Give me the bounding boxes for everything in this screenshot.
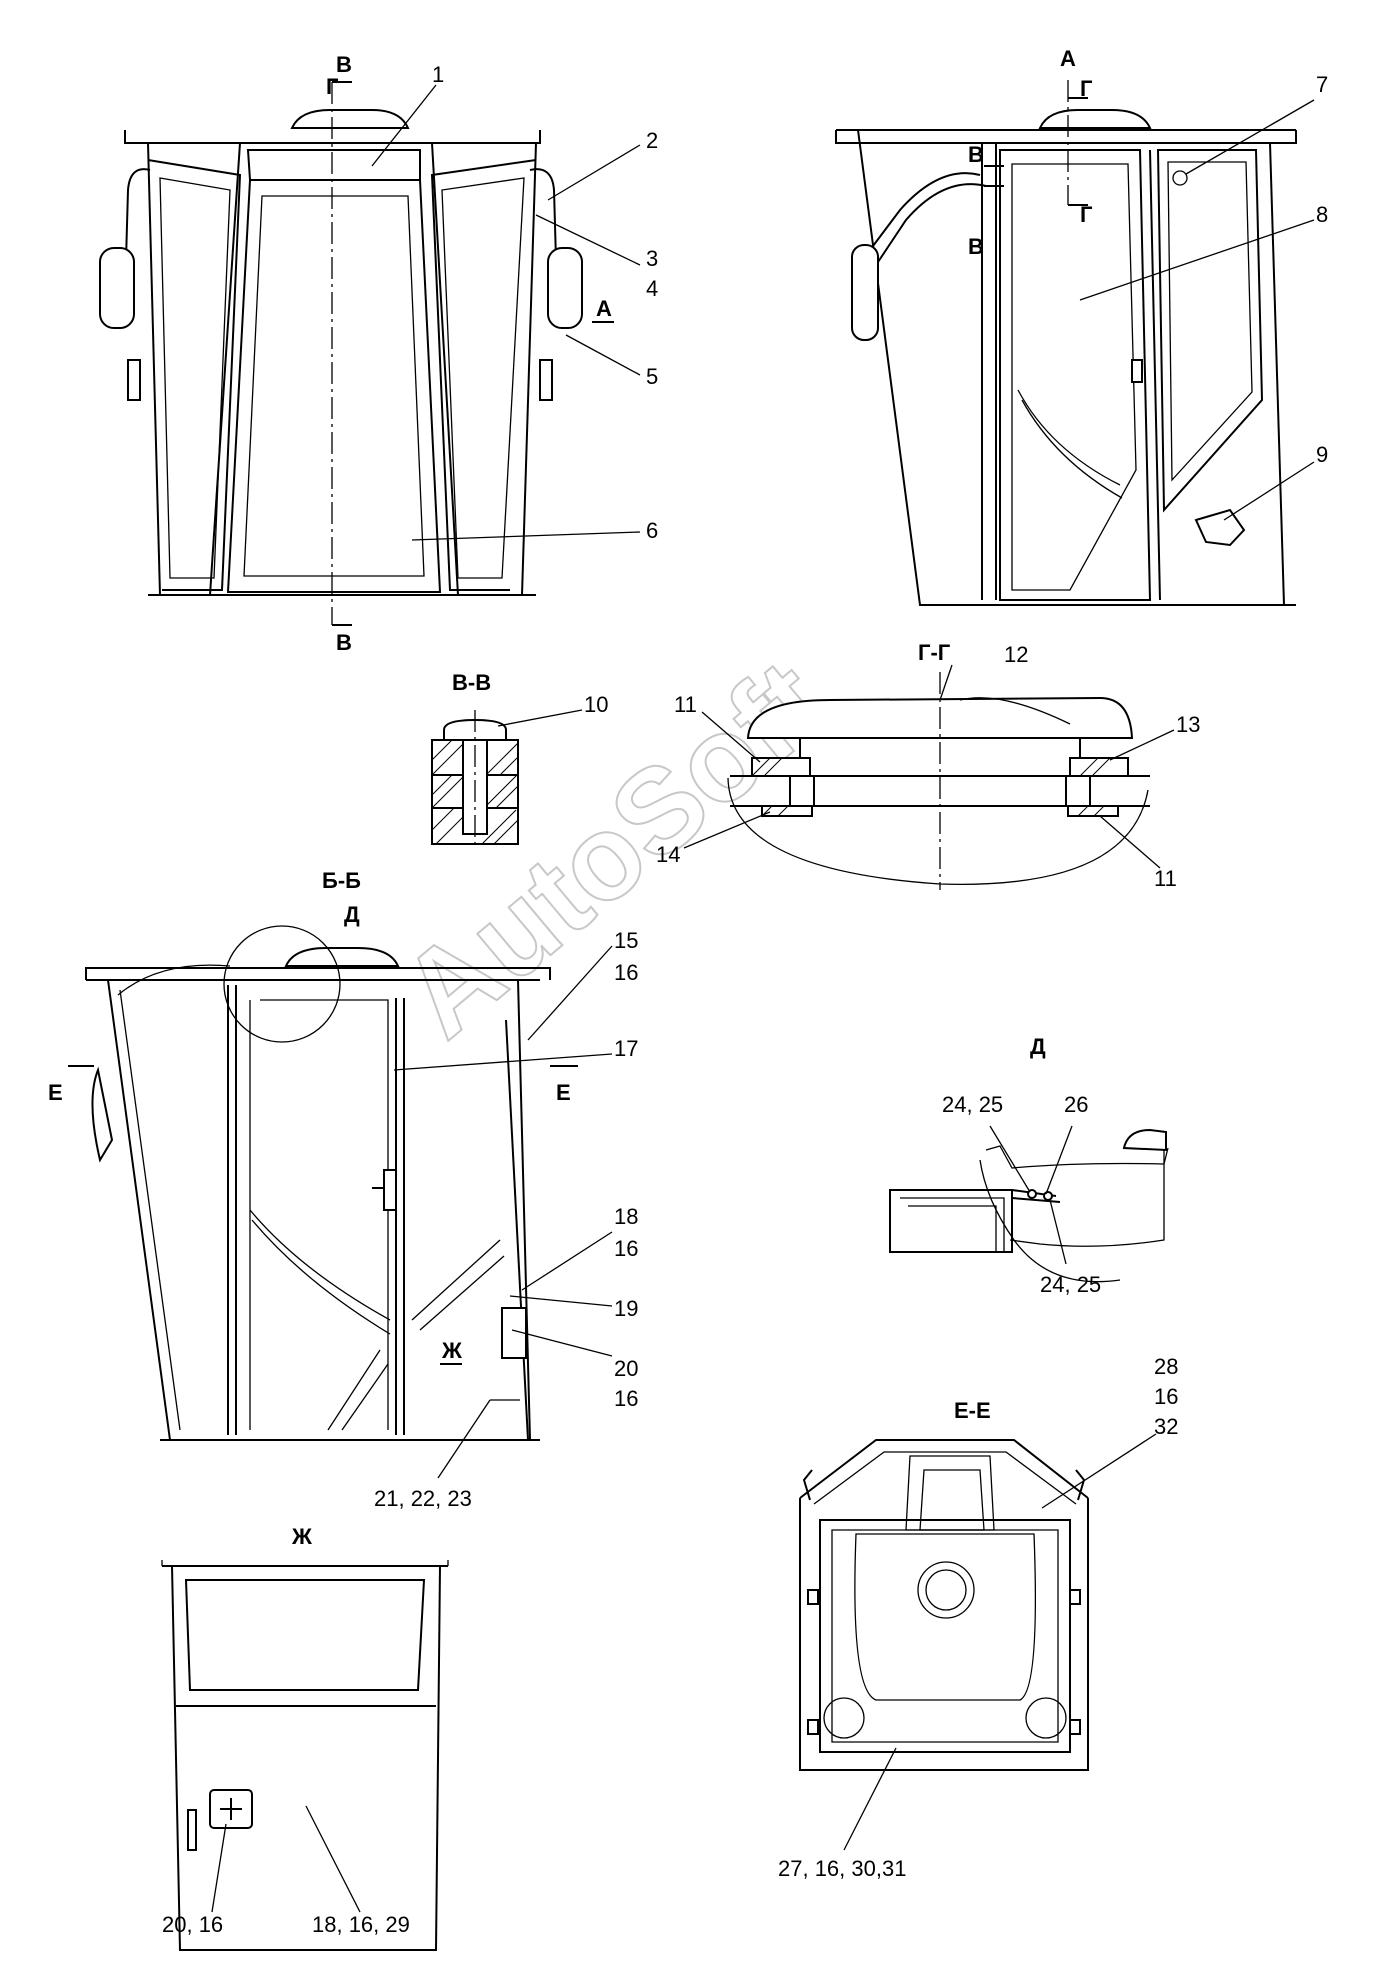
callout-18-16-29: 18, 16, 29 bbox=[312, 1912, 410, 1937]
detail-d-title: Д bbox=[1030, 1034, 1046, 1059]
view-zh bbox=[161, 1560, 449, 1951]
callout-16-b: 16 bbox=[614, 1236, 638, 1261]
callout-15: 15 bbox=[614, 928, 638, 953]
side-marker-g-bottom: Г bbox=[1080, 202, 1093, 227]
view-zh-leaders bbox=[211, 1805, 361, 1913]
callout-19: 19 bbox=[614, 1296, 638, 1321]
callout-5: 5 bbox=[646, 364, 658, 389]
bb-marker-zh: Ж bbox=[441, 1338, 462, 1363]
section-vv bbox=[431, 710, 519, 850]
callout-2: 2 bbox=[646, 128, 658, 153]
front-marker-g-top: Г bbox=[326, 74, 339, 99]
side-marker-g-top: Г bbox=[1080, 76, 1093, 101]
callout-7: 7 bbox=[1316, 72, 1328, 97]
side-marker-v-bottom: В bbox=[968, 234, 984, 259]
side-leaders bbox=[1079, 99, 1315, 521]
callout-11-bottom: 11 bbox=[1154, 866, 1177, 891]
callout-24-25-top: 24, 25 bbox=[942, 1092, 1003, 1117]
section-ee bbox=[799, 1439, 1089, 1771]
callout-27-16-30-31: 27, 16, 30,31 bbox=[778, 1856, 906, 1881]
front-marker-v-top: В bbox=[336, 52, 352, 77]
side-view bbox=[835, 80, 1297, 606]
callout-20: 20 bbox=[614, 1356, 638, 1381]
callout-17: 17 bbox=[614, 1036, 638, 1061]
callout-4: 4 bbox=[646, 276, 658, 301]
side-marker-v-top: В bbox=[968, 142, 984, 167]
bb-marker-e-left: Е bbox=[48, 1080, 63, 1105]
side-marker-a: А bbox=[1060, 46, 1076, 71]
callout-6: 6 bbox=[646, 518, 658, 543]
callout-14: 14 bbox=[656, 842, 680, 867]
callout-16-d: 16 bbox=[1154, 1384, 1178, 1409]
callout-20-16: 20, 16 bbox=[162, 1912, 223, 1937]
callout-8: 8 bbox=[1316, 202, 1328, 227]
callout-13: 13 bbox=[1176, 712, 1200, 737]
callout-1: 1 bbox=[432, 62, 444, 87]
front-view bbox=[99, 81, 614, 626]
callout-10: 10 bbox=[584, 692, 608, 717]
callout-12: 12 bbox=[1004, 642, 1028, 667]
view-zh-title: Ж bbox=[291, 1524, 312, 1549]
front-marker-a: А bbox=[596, 296, 612, 321]
detail-d-leaders bbox=[989, 1125, 1073, 1265]
callout-16-c: 16 bbox=[614, 1386, 638, 1411]
front-leaders bbox=[371, 84, 641, 541]
section-ee-leaders bbox=[843, 1433, 1157, 1851]
section-gg bbox=[727, 672, 1150, 890]
callout-9: 9 bbox=[1316, 442, 1328, 467]
callout-32: 32 bbox=[1154, 1414, 1178, 1439]
section-ee-title: Е-Е bbox=[954, 1398, 991, 1423]
callout-21-22-23: 21, 22, 23 bbox=[374, 1486, 472, 1511]
section-bb-leaders bbox=[393, 945, 613, 1479]
callout-3: 3 bbox=[646, 246, 658, 271]
section-gg-leaders bbox=[683, 664, 1175, 869]
callout-16-a: 16 bbox=[614, 960, 638, 985]
section-bb-title: Б-Б bbox=[322, 868, 361, 893]
front-marker-v-bottom: В bbox=[336, 630, 352, 655]
callout-28: 28 bbox=[1154, 1354, 1178, 1379]
callout-18: 18 bbox=[614, 1204, 638, 1229]
bb-marker-e-right: Е bbox=[556, 1080, 571, 1105]
callout-26: 26 bbox=[1064, 1092, 1088, 1117]
callout-24-25-bottom: 24, 25 bbox=[1040, 1272, 1101, 1297]
section-vv-title: В-В bbox=[452, 670, 491, 695]
callout-11-top: 11 bbox=[674, 692, 697, 717]
section-gg-title: Г-Г bbox=[918, 640, 951, 665]
detail-d-marker: Д bbox=[344, 902, 360, 927]
section-bb bbox=[68, 925, 578, 1441]
detail-d bbox=[889, 1128, 1169, 1283]
